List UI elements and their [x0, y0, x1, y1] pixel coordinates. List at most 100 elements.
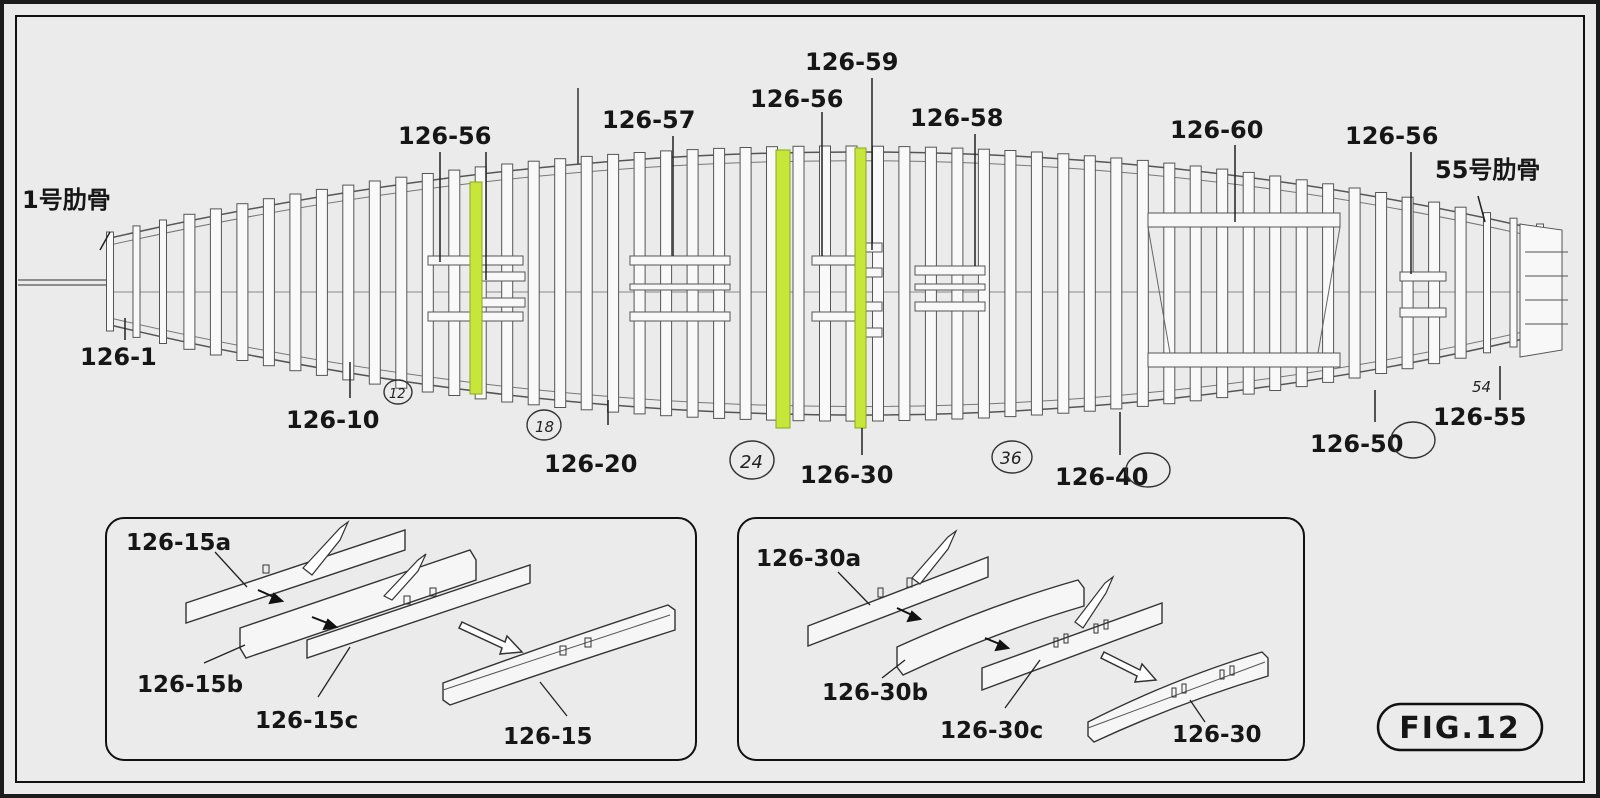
part-label-top: 126-57	[602, 106, 695, 134]
rib	[686, 149, 699, 418]
assembly-arrow	[896, 607, 1011, 652]
part-label-top: 126-56	[750, 85, 843, 113]
rib	[106, 231, 114, 332]
detail-leaders	[837, 571, 1206, 723]
part-label-top: 126-58	[910, 104, 1003, 132]
result-arrow	[1099, 650, 1158, 683]
detail-part-label: 126-15b	[137, 672, 243, 698]
rib	[1163, 162, 1176, 405]
rib	[1322, 183, 1335, 383]
rib	[1216, 168, 1229, 399]
rib	[872, 145, 884, 422]
knife-icon	[302, 520, 350, 576]
detail-part-label: 126-30b	[822, 680, 928, 706]
detail-part-label: 126-15c	[255, 708, 358, 734]
figure-label: FIG.12	[1399, 711, 1520, 746]
part-label-bottom: 126-55	[1433, 403, 1526, 431]
rib	[580, 155, 593, 411]
part-label-bottom: 126-10	[286, 406, 379, 434]
rib-label-last: 55号肋骨	[1435, 156, 1540, 184]
rib	[660, 150, 673, 417]
highlighted-rib	[854, 147, 867, 429]
rib	[1454, 206, 1467, 359]
detail-panel-right: 126-30a 126-30b 126-30c 126-30	[737, 517, 1305, 761]
detail-result-label: 126-15	[503, 724, 593, 750]
rib	[1110, 157, 1123, 410]
highlighted-rib	[775, 149, 791, 429]
rib	[1509, 217, 1518, 348]
rib	[607, 153, 620, 413]
knife-icon	[911, 529, 958, 585]
part-label-bottom: 126-20	[544, 450, 637, 478]
part-strip-a	[185, 529, 406, 624]
part-strip-c	[306, 564, 531, 659]
rib	[1428, 201, 1441, 365]
rib	[1269, 175, 1282, 391]
rib	[1295, 179, 1308, 388]
handwritten-number: 12	[389, 387, 406, 402]
stern-block	[1519, 223, 1568, 358]
part-strip-b	[239, 549, 477, 659]
rib	[159, 219, 167, 344]
rib	[1083, 155, 1096, 412]
part-strip-b	[896, 579, 1085, 676]
rib	[527, 160, 540, 406]
rib	[633, 152, 646, 415]
rib	[1401, 196, 1414, 370]
leader-lines	[99, 78, 1501, 455]
rib	[1483, 212, 1491, 354]
rib	[368, 180, 381, 385]
rib-label-first: 1号肋骨	[22, 186, 111, 214]
part-strip-c	[981, 602, 1163, 692]
part-label-top: 126-59	[805, 48, 898, 76]
part-label-bottom: 126-50	[1310, 430, 1403, 458]
part-strip-a	[807, 555, 989, 648]
part-label-bottom: 126-40	[1055, 463, 1148, 491]
knife-icon	[1074, 575, 1115, 629]
outer-frame	[15, 15, 1585, 783]
part-label-top: 126-56	[398, 122, 491, 150]
detail-part-label: 126-30c	[940, 718, 1043, 744]
deck-opening	[1147, 212, 1341, 368]
rib	[819, 145, 831, 422]
rib	[342, 184, 355, 381]
rib	[1189, 165, 1202, 402]
rib	[395, 176, 408, 389]
rib	[262, 198, 275, 367]
part-label-top: 126-60	[1170, 116, 1263, 144]
rib	[1030, 151, 1043, 416]
handwritten-number: 24	[740, 452, 763, 473]
rib	[236, 203, 249, 361]
rib	[1136, 159, 1149, 407]
rib	[315, 188, 328, 376]
rib	[289, 193, 302, 372]
result-beam	[1087, 651, 1269, 743]
rib	[1375, 192, 1388, 374]
rib	[448, 169, 461, 396]
result-arrow	[457, 621, 524, 655]
handwritten-number: 18	[535, 418, 554, 436]
knife-icon	[383, 553, 427, 601]
rib	[792, 145, 805, 422]
highlighted-rib	[469, 181, 483, 395]
rib	[132, 225, 141, 338]
detail-panel-left: 126-15a 126-15b 126-15c 126-15	[105, 517, 697, 761]
rib	[1004, 150, 1017, 418]
rib	[1348, 187, 1361, 379]
rib	[421, 173, 434, 393]
part-label-bottom: 126-30	[800, 461, 893, 489]
rib	[898, 146, 911, 421]
rib	[739, 147, 752, 420]
figure-label-badge: FIG.12	[1376, 702, 1544, 752]
detail-part-label: 126-30a	[756, 546, 861, 572]
rib	[713, 147, 726, 419]
assembly-arrow	[257, 589, 339, 631]
hull-view: 1号肋骨 55号肋骨 126-56 126-57 126-56 126-59 1…	[18, 48, 1568, 491]
rib	[1242, 171, 1255, 395]
result-beam	[442, 604, 676, 706]
rib	[554, 158, 567, 408]
handwritten-number: 54	[1472, 378, 1491, 396]
rib	[1057, 153, 1070, 414]
detail-part-label: 126-15a	[126, 530, 231, 556]
